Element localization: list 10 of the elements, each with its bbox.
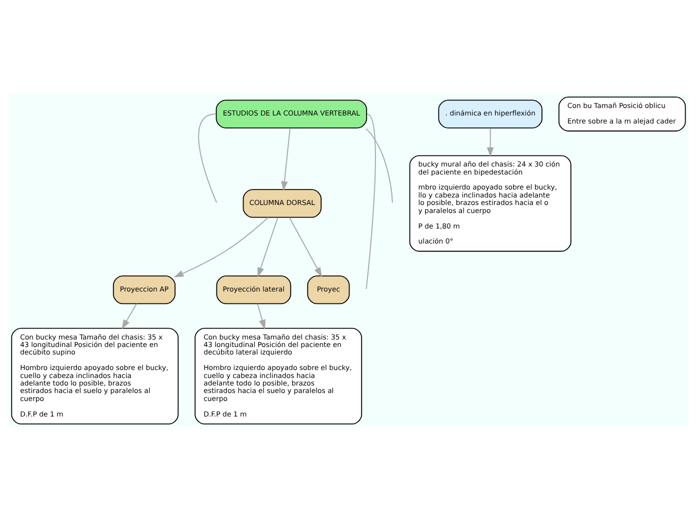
arrow [258,216,278,277]
arrow [281,127,291,191]
connector [366,113,376,289]
arrow [288,216,322,277]
connector [366,128,393,203]
connector [198,113,218,203]
arrow [257,302,266,329]
arrow [486,127,494,157]
arrow [122,302,138,329]
arrow [174,216,269,277]
